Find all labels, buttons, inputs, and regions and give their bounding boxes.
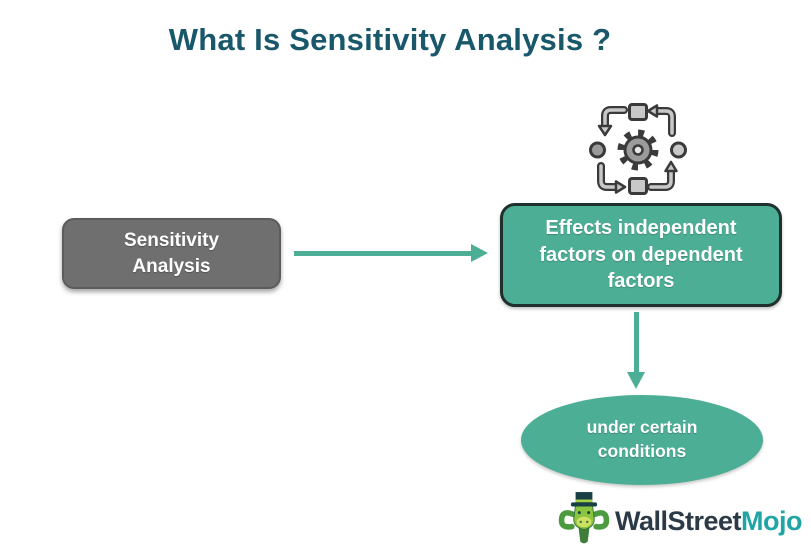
wallstreetmojo-bull-mascot-icon <box>558 492 610 544</box>
process-cycle-icon <box>589 103 687 195</box>
effects-node-label: Effects independent factors on dependent… <box>539 217 743 293</box>
horizontal-arrow-head-icon <box>471 244 488 262</box>
horizontal-arrow-line <box>294 251 473 256</box>
vertical-arrow-line <box>634 312 639 374</box>
brand-secondary-text: Mojo <box>741 505 803 536</box>
sensitivity-analysis-node: Sensitivity Analysis <box>62 218 281 289</box>
sensitivity-analysis-label: Sensitivity Analysis <box>123 229 220 277</box>
conditions-node: under certain conditions <box>521 395 763 485</box>
brand-primary-text: WallStreet <box>615 505 742 536</box>
effects-node: Effects independent factors on dependent… <box>500 203 782 307</box>
brand-wordmark: WallStreetMojo <box>615 505 803 537</box>
vertical-arrow-head-icon <box>627 372 645 389</box>
page-title: What Is Sensitivity Analysis ? <box>168 22 612 57</box>
wallstreetmojo-logo: WallStreetMojo <box>556 491 803 551</box>
conditions-node-label: under certain conditions <box>586 417 698 461</box>
